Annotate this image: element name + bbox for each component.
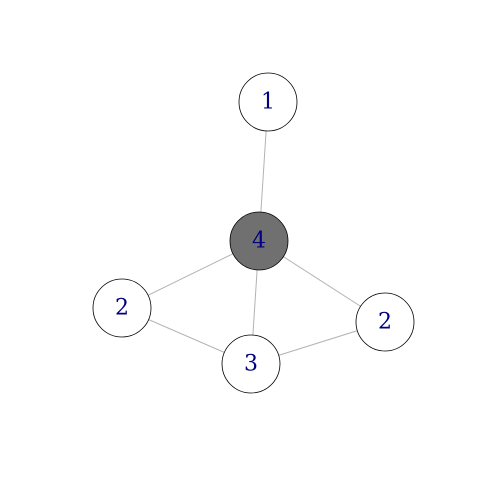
node-label: 1	[261, 90, 275, 115]
graph-node-right: 2	[355, 292, 415, 352]
node-label: 4	[252, 229, 266, 254]
node-label: 2	[378, 310, 392, 335]
node-circle	[355, 292, 415, 352]
node-circle	[229, 211, 289, 271]
graph-node-top: 1	[238, 72, 298, 132]
graph-node-bottom: 3	[221, 334, 281, 394]
graph-node-center: 4	[229, 211, 289, 271]
node-circle	[238, 72, 298, 132]
graph-nodes: 1 4 2 3 2	[92, 72, 415, 394]
node-label: 3	[244, 352, 258, 377]
node-circle	[92, 278, 152, 338]
node-circle	[221, 334, 281, 394]
node-label: 2	[115, 296, 129, 321]
graph-node-left: 2	[92, 278, 152, 338]
